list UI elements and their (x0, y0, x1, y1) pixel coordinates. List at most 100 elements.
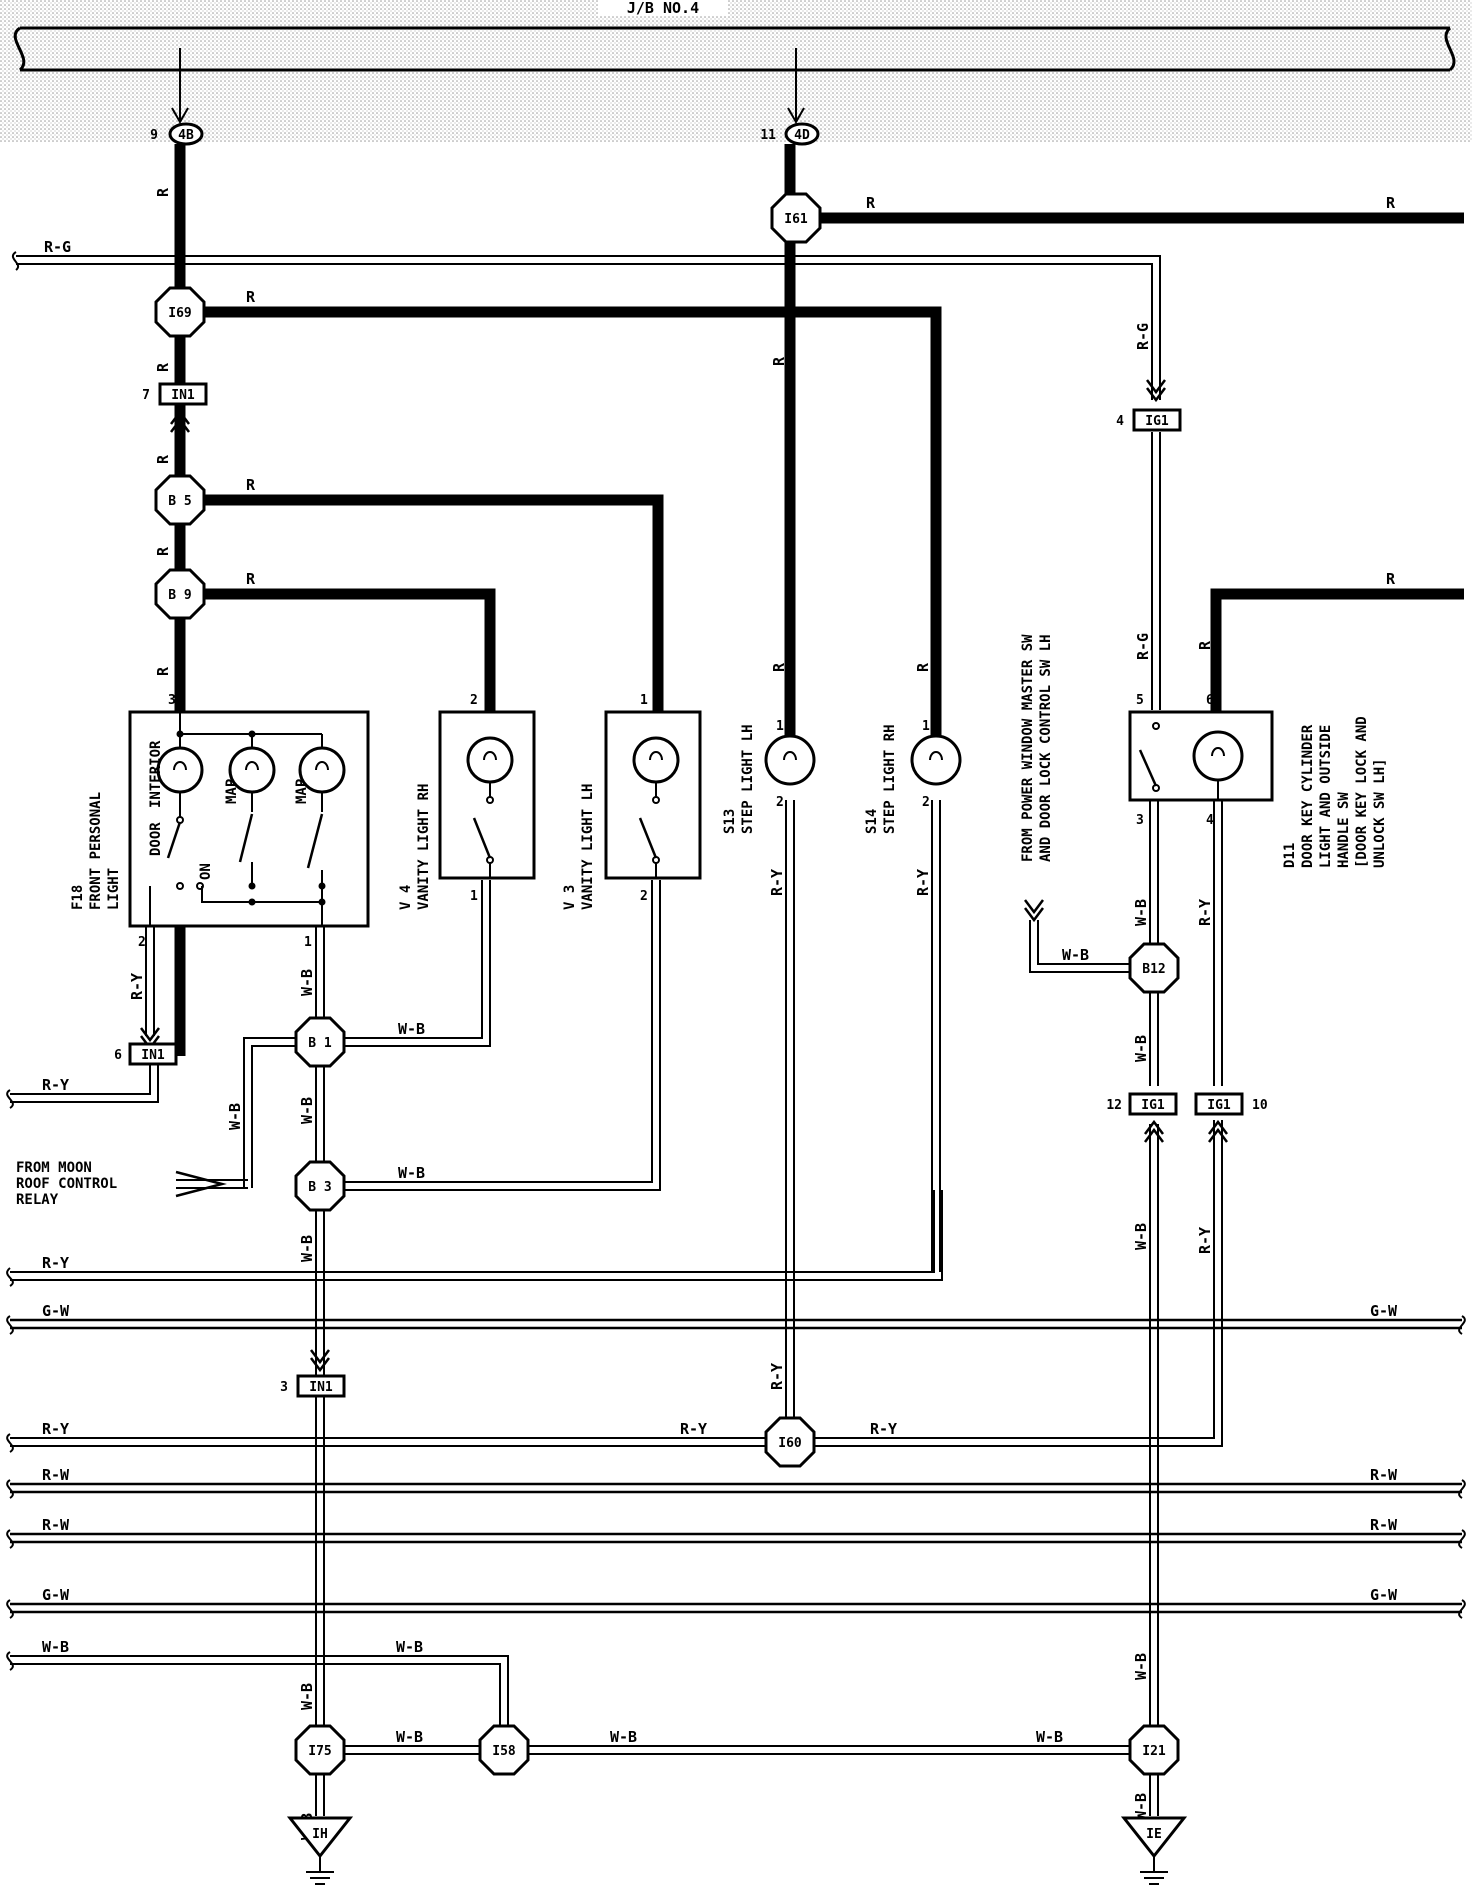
svg-text:1: 1 (640, 693, 648, 708)
svg-text:W-B: W-B (1036, 1728, 1063, 1746)
svg-text:4: 4 (1206, 813, 1214, 828)
svg-text:1: 1 (776, 719, 784, 734)
jb-pin-4d-code: 4D (794, 128, 810, 143)
connector-ig1-top: IG1 4 (1116, 408, 1182, 432)
power-wires-r (174, 144, 1464, 1056)
svg-text:W-B: W-B (1062, 946, 1089, 964)
svg-text:W-B: W-B (226, 1103, 244, 1130)
svg-text:R: R (154, 546, 172, 556)
svg-text:R: R (1386, 194, 1396, 212)
junction-b3: B 3 (294, 1160, 346, 1212)
note-pw-master-1: FROM POWER WINDOW MASTER SW (1020, 634, 1036, 862)
svg-text:W-B: W-B (1132, 1035, 1150, 1062)
svg-text:V 3: V 3 (562, 885, 578, 910)
ground-ie: IE (1120, 1816, 1188, 1885)
svg-text:2: 2 (922, 795, 930, 810)
svg-text:R-W: R-W (42, 1516, 70, 1534)
svg-text:1: 1 (470, 889, 478, 904)
svg-text:W-B: W-B (396, 1638, 423, 1656)
svg-text:IG1: IG1 (1207, 1098, 1231, 1113)
svg-text:3: 3 (280, 1380, 288, 1395)
svg-text:R-Y: R-Y (1196, 1227, 1214, 1254)
svg-text:3: 3 (1136, 813, 1144, 828)
junction-connectors: I61 I69 B 5 B 9 B 1 B 3 B12 I60 (154, 192, 1180, 1776)
svg-text:W-B: W-B (610, 1728, 637, 1746)
svg-text:R: R (154, 666, 172, 676)
svg-text:R-Y: R-Y (870, 1420, 897, 1438)
connector-in1-bottom: IN1 3 (280, 1374, 346, 1398)
svg-text:B 5: B 5 (168, 494, 191, 509)
junction-b9: B 9 (154, 568, 206, 620)
arrow-down-ig1-top (1145, 378, 1167, 402)
svg-text:LIGHT AND OUTSIDE: LIGHT AND OUTSIDE (1318, 725, 1334, 868)
svg-text:F18: F18 (70, 885, 86, 910)
note-moon-roof-2: ROOF CONTROL (16, 1176, 117, 1192)
svg-text:6: 6 (114, 1048, 122, 1063)
svg-text:R-W: R-W (1370, 1466, 1398, 1484)
junction-block-4: J/B NO.4 4B 9 4D 11 (0, 0, 1472, 146)
junction-b12: B12 (1128, 942, 1180, 994)
svg-text:IN1: IN1 (309, 1380, 333, 1395)
svg-text:W-B: W-B (298, 1235, 316, 1262)
svg-text:V 4: V 4 (398, 885, 414, 910)
svg-text:G-W: G-W (42, 1302, 70, 1320)
svg-text:DOOR: DOOR (148, 822, 164, 856)
svg-text:2: 2 (470, 693, 478, 708)
svg-text:IG1: IG1 (1145, 414, 1169, 429)
svg-text:IN1: IN1 (171, 388, 195, 403)
component-v4-vanity-light-rh: 2 1 V 4 VANITY LIGHT RH (398, 693, 536, 910)
svg-text:STEP LIGHT RH: STEP LIGHT RH (882, 724, 898, 834)
svg-text:I60: I60 (778, 1436, 802, 1451)
svg-text:S14: S14 (864, 809, 880, 834)
arrow-up-ig1-left (1143, 1120, 1165, 1144)
svg-text:R: R (866, 194, 876, 212)
svg-text:I21: I21 (1142, 1744, 1166, 1759)
svg-text:D11: D11 (1282, 843, 1298, 868)
ground-ih: IH (286, 1816, 354, 1885)
svg-text:R-Y: R-Y (914, 869, 932, 896)
svg-text:7: 7 (142, 388, 150, 403)
svg-text:R-G: R-G (1134, 633, 1152, 660)
svg-text:VANITY LIGHT RH: VANITY LIGHT RH (416, 784, 432, 910)
svg-text:R-Y: R-Y (42, 1254, 69, 1272)
junction-block-label: J/B NO.4 (627, 0, 699, 17)
svg-text:R: R (770, 662, 788, 672)
junction-i61: I61 (770, 192, 822, 244)
svg-text:G-W: G-W (42, 1586, 70, 1604)
svg-text:R-Y: R-Y (42, 1076, 69, 1094)
svg-text:R: R (154, 187, 172, 197)
svg-text:I61: I61 (784, 212, 808, 227)
svg-text:2: 2 (640, 889, 648, 904)
svg-text:R-W: R-W (1370, 1516, 1398, 1534)
svg-text:R-Y: R-Y (42, 1420, 69, 1438)
svg-text:B 3: B 3 (308, 1180, 331, 1195)
svg-text:MAP: MAP (224, 779, 240, 804)
svg-text:W-B: W-B (298, 969, 316, 996)
svg-text:W-B: W-B (42, 1638, 69, 1656)
svg-text:ON: ON (198, 863, 214, 880)
component-v3-vanity-light-lh: 1 2 V 3 VANITY LIGHT LH (562, 693, 702, 910)
svg-text:W-B: W-B (1132, 1223, 1150, 1250)
connector-ig1-right: IG1 10 (1194, 1092, 1268, 1116)
svg-text:12: 12 (1106, 1098, 1122, 1113)
connector-in1-top: IN1 7 (142, 382, 208, 406)
svg-text:4: 4 (1116, 414, 1124, 429)
svg-text:5: 5 (1136, 693, 1144, 708)
junction-i60: I60 (764, 1416, 816, 1468)
jb-pin-4d-num: 11 (760, 128, 776, 143)
svg-text:2: 2 (776, 795, 784, 810)
svg-text:R: R (246, 570, 256, 588)
svg-text:W-B: W-B (1132, 1793, 1150, 1820)
svg-text:R: R (154, 362, 172, 372)
svg-text:[DOOR KEY LOCK AND: [DOOR KEY LOCK AND (1354, 716, 1370, 868)
svg-text:IH: IH (312, 1827, 328, 1842)
svg-text:W-B: W-B (298, 1683, 316, 1710)
svg-text:HANDLE SW: HANDLE SW (1336, 792, 1352, 868)
svg-text:10: 10 (1252, 1098, 1268, 1113)
arrow-up-ig1-right (1207, 1120, 1229, 1144)
svg-text:1: 1 (304, 935, 312, 950)
svg-text:2: 2 (138, 935, 146, 950)
svg-text:I58: I58 (492, 1744, 516, 1759)
svg-text:3: 3 (168, 693, 176, 708)
svg-text:STEP LIGHT LH: STEP LIGHT LH (740, 724, 756, 834)
